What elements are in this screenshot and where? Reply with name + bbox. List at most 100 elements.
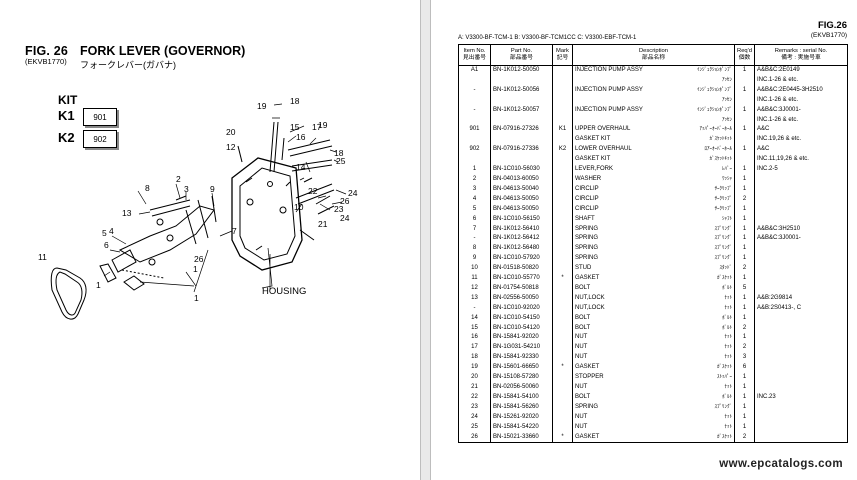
description-text: UPPER OVERHAUL [575, 126, 631, 133]
lever-arm-2 [197, 199, 209, 239]
description-text: NUT [575, 354, 588, 361]
qty-cell: 1 [734, 333, 755, 344]
callout-26b: 26 [340, 196, 350, 206]
qty-cell: 1 [734, 174, 755, 185]
remarks-cell: INC.1-26 & etc. [754, 115, 848, 126]
remarks-cell: INC.1-26 & etc. [754, 95, 848, 106]
figure-code-right: (EKVB1770) [810, 32, 847, 39]
description-jp: ﾎﾞﾙﾄ [721, 324, 732, 331]
figure-number: FIG. 26 [25, 44, 69, 58]
lever-arm [185, 209, 197, 245]
stopper-bolt [237, 145, 243, 163]
description-jp: ﾅｯﾄ [724, 304, 732, 311]
mark-cell [552, 402, 573, 413]
header-remarks: Remarks : serial No.備考 : 実施号車 [754, 44, 848, 66]
remarks-cell [754, 274, 848, 284]
part-no-cell: BN-15841-92330 [490, 353, 553, 364]
mark-cell [552, 333, 573, 344]
part-no-cell: BN-15841-54220 [490, 422, 553, 433]
remarks-cell: A&C [754, 125, 848, 136]
figure-title: FORK LEVER (GOVERNOR) [80, 44, 246, 58]
stud-bolt [269, 121, 279, 173]
part-no-cell: BN-1K012-50056 [490, 85, 553, 96]
item-no-cell: 9 [458, 254, 491, 265]
remarks-cell [754, 204, 848, 215]
spring-bolt-assembly [303, 177, 335, 215]
circlip-ring [148, 258, 156, 266]
bolt-upper [287, 139, 333, 157]
callout-4: 4 [109, 226, 114, 236]
part-no-cell: BN-1C010-55770 [490, 274, 553, 284]
part-no-cell: BN-1K012-50057 [490, 105, 553, 116]
item-no-cell: 13 [458, 293, 491, 304]
description-jp: ﾎﾞﾙﾄ [721, 284, 732, 291]
qty-cell: 2 [734, 432, 755, 444]
description-jp: ｱｯﾊﾟｰｵｰﾊﾞｰﾎｰﾙ [699, 126, 732, 133]
callout-8: 8 [145, 183, 150, 193]
qty-cell: 1 [734, 303, 755, 314]
mark-cell [552, 155, 573, 166]
description-jp: ﾛｱｰｵｰﾊﾞｰﾎｰﾙ [704, 146, 732, 153]
part-no-cell: BN-1C010-54120 [490, 323, 553, 334]
remarks-cell: INC.2-5 [754, 165, 848, 175]
kit-label-k1: K1 [58, 108, 75, 123]
item-no-cell [458, 75, 491, 86]
description-jp: ｱｯｾﾝ [721, 76, 732, 83]
description-text: CIRCLIP [575, 195, 599, 202]
part-no-cell: BN-15841-56260 [490, 402, 553, 413]
callout-6: 6 [104, 240, 109, 250]
remarks-cell: A&C [754, 145, 848, 156]
description-jp: ｽﾀｯﾄﾞ [719, 265, 732, 272]
item-no-cell: 20 [458, 373, 491, 383]
leader-lines-1 [139, 249, 209, 293]
description-text: GASKET [575, 433, 600, 440]
callout-2: 2 [176, 174, 181, 184]
remarks-cell [754, 343, 848, 354]
mark-cell [552, 115, 573, 126]
circlip-upper [175, 195, 187, 201]
callout-23: 22 [308, 186, 318, 196]
description-jp: ｽﾌﾟﾘﾝｸﾞ [714, 403, 732, 410]
item-no-cell: 22 [458, 392, 491, 403]
gasket-inner-outline [55, 271, 83, 316]
mark-cell [552, 75, 573, 86]
description-text: LOWER OVERHAUL [575, 146, 632, 153]
callout-12: 12 [226, 142, 236, 152]
watermark: www.epcatalogs.com [719, 458, 843, 470]
circlip-ring [156, 218, 164, 226]
item-no-cell: 4 [458, 194, 491, 205]
part-no-cell: BN-15108-57280 [490, 373, 553, 383]
bolt-right [295, 183, 335, 205]
qty-cell: 1 [734, 313, 755, 324]
right-page: FIG.26 (EKVB1770) A: V3300-BF-TCM-1 B: V… [431, 0, 857, 480]
callout-21: 20 [226, 127, 236, 137]
callout-1c: 1 [193, 264, 198, 274]
item-no-cell: 2 [458, 174, 491, 185]
qty-cell: 1 [734, 234, 755, 245]
description-jp: ﾜｯｼｬ [721, 175, 732, 182]
remarks-cell [754, 264, 848, 275]
callout-7: 7 [232, 226, 237, 236]
description-text: BOLT [575, 284, 591, 291]
callout-25: 24 [348, 188, 358, 198]
part-no-cell: BN-02056-50060 [490, 383, 553, 393]
mark-cell: K2 [552, 145, 573, 156]
description-jp: ｶﾞｽｹｯﾄ [716, 433, 732, 440]
item-no-cell: 24 [458, 412, 491, 423]
